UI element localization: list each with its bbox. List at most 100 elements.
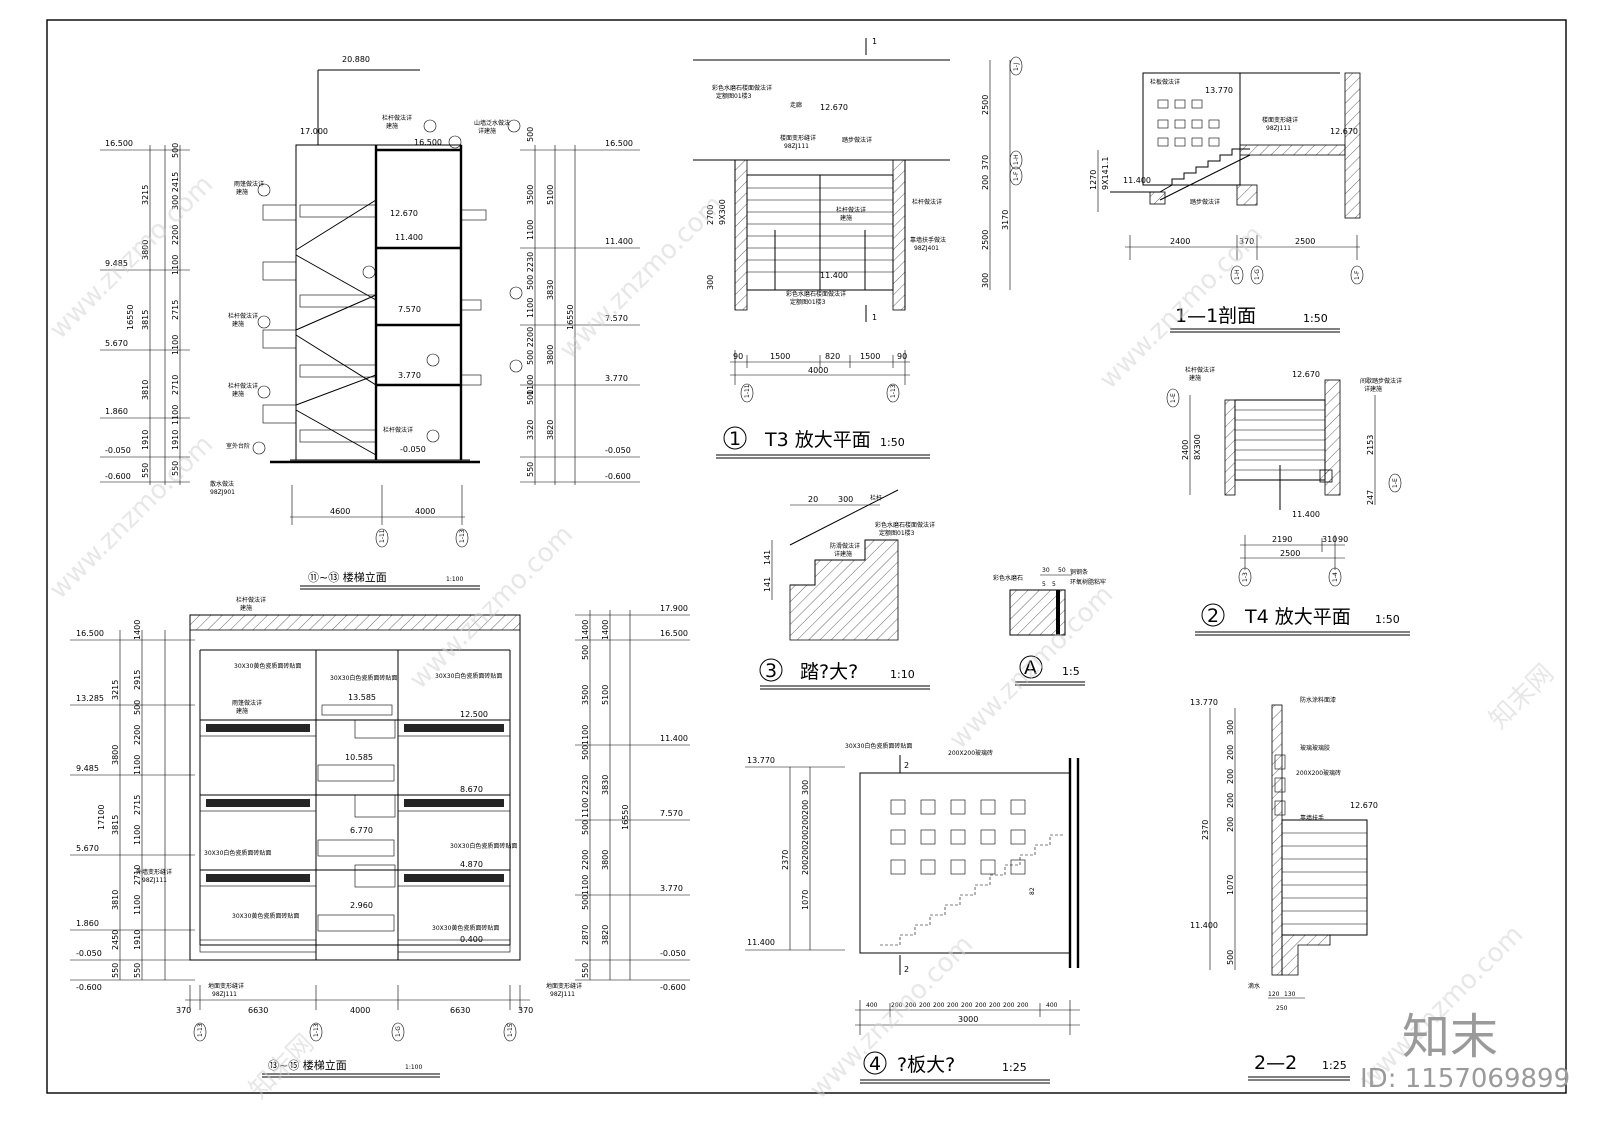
t4-note: 详建施 [1364, 385, 1382, 393]
t4-axis: 1-4 [1332, 572, 1339, 582]
detA-dim: 5 [1052, 581, 1056, 588]
elev2-note: 地面变形缝详 [546, 982, 582, 990]
slab-ldim: 200 [801, 830, 810, 845]
elev2-rdim-total: 16550 [621, 805, 630, 830]
t4-title-num: 2 [1207, 605, 1219, 627]
t4-ldim: 8X300 [1193, 434, 1202, 460]
elev2-rdim: 1400 [581, 620, 590, 640]
t3-title-num: 1 [729, 428, 741, 450]
t3-title: T3 放大平面 [764, 429, 871, 451]
slab-level: 11.400 [747, 938, 775, 947]
step-note: 防滑做法详 [830, 542, 860, 550]
t3-note: 建施 [840, 214, 852, 222]
detA-dim: 50 [1058, 567, 1066, 574]
t3-note: 定额图01楼3 [716, 92, 752, 100]
elev1-level-right-1: 11.400 [605, 237, 633, 246]
detA-note: 环氧树脂粘牢 [1070, 578, 1106, 586]
elev2-dim: 3815 [111, 815, 120, 835]
sec22-ldim: 200 [1226, 817, 1235, 832]
elev1-dim: 3800 [141, 240, 150, 260]
slab-detail: 2 2 30X30白色瓷质面砖贴面 200X200玻璃砖 82 13.770 1… [745, 742, 1080, 1084]
elev1-rdim: 3500 [526, 185, 535, 205]
slab-bdim: 200 [1017, 1002, 1029, 1009]
step-dim: 141 [763, 577, 772, 592]
sec22-bdim: 120 [1268, 991, 1280, 998]
elev1-dim: 1100 [171, 255, 180, 275]
elev2-rdim: 500 [581, 645, 590, 660]
elev2-dim-total: 17100 [97, 805, 106, 830]
sec11-axis: 1-G [1254, 269, 1261, 280]
slab-note: 30X30白色瓷质面砖贴面 [845, 742, 912, 750]
sec11-note: 踏步做法详 [1190, 198, 1220, 206]
sec11-axis: 1-F [1354, 270, 1361, 280]
detA-title-num: A [1024, 657, 1037, 679]
t3-axis: 1-13 [890, 384, 897, 398]
elev1-dim-total: 16550 [126, 305, 135, 330]
slab-ldim: 200 [801, 845, 810, 860]
elev2-note: 30X30白色瓷质面砖贴面 [330, 674, 397, 682]
t3-note: 栏杆做法详 [836, 206, 866, 214]
sec22-note: 靠墙扶手 [1300, 814, 1324, 822]
elev2-note: 建施 [240, 604, 252, 612]
t4-note: 栏杆做法详 [1185, 366, 1215, 374]
elev2-note: 30X30白色瓷质面砖贴面 [204, 849, 271, 857]
sec22-bdim: 130 [1284, 991, 1296, 998]
elev2-title: ⑬~⑮ 楼梯立面 [268, 1058, 347, 1072]
elev2-note: 雨篷做法详 [232, 699, 262, 707]
elev1-axis: 1-13 [459, 529, 466, 543]
elev1-dim: 3810 [141, 380, 150, 400]
t3-note: 楼面变形缝详 [780, 134, 816, 142]
sec11-bdim: 2500 [1295, 237, 1315, 246]
elev2-level-right: 16.500 [660, 629, 688, 638]
elev2-inner-level: 10.585 [345, 753, 373, 762]
t4-rdim: 247 [1366, 490, 1375, 505]
elev2-level-left: 5.670 [76, 844, 99, 853]
elev2-dim: 2200 [133, 725, 142, 745]
elev1-note: 山墙泛水做法 [474, 119, 510, 127]
elev1-rdim-total: 16550 [566, 305, 575, 330]
slab-bdim: 200 [1003, 1002, 1015, 1009]
sec11-level: 11.400 [1123, 176, 1151, 185]
elev2-level-right: 11.400 [660, 734, 688, 743]
watermark-text: 知末网 [1484, 659, 1560, 735]
watermark-text: www.znzmo.com [804, 930, 979, 1105]
elev2-level-right: -0.600 [660, 983, 686, 992]
elev2-rdim: 2870 [581, 925, 590, 945]
elev2-dim: 1910 [133, 930, 142, 950]
image-id: ID: 1157069899 [1360, 1064, 1570, 1094]
t3-axis: 1-11 [744, 384, 751, 398]
slab-ldim: 200 [801, 800, 810, 815]
t4-bdim: 2190 [1272, 535, 1292, 544]
slab-cut: 2 [904, 965, 909, 974]
elev1-top-level: 20.880 [342, 55, 370, 64]
elev2-inner-level: 4.870 [460, 860, 483, 869]
sec11-title: 1—1剖面 [1175, 305, 1256, 327]
t3-level: 11.400 [820, 271, 848, 280]
detA-dim: 5 [1042, 581, 1046, 588]
t3-note: 走廊 [790, 101, 802, 109]
sec22-scale: 1:25 [1322, 1059, 1347, 1072]
detA-note: 彩色水磨石 [993, 574, 1023, 582]
t3-rdim: 300 [981, 273, 990, 288]
t3-bdim: 90 [897, 352, 907, 361]
elev2-rdim: 1100 [581, 875, 590, 895]
sec22-ldim: 200 [1226, 769, 1235, 784]
elev1-scale: 1:100 [446, 576, 463, 583]
sec22-ldim: 500 [1226, 950, 1235, 965]
elev1-rdim: 1100 [526, 220, 535, 240]
step-note: 栏杆 [870, 494, 882, 502]
elev2-note: 98ZJ111 [212, 991, 237, 998]
elev1-dim: 1100 [171, 335, 180, 355]
elev1-note: 栏杆做法详 [228, 382, 258, 390]
t3-rdim: 2500 [981, 230, 990, 250]
elev2-inner-level: 12.500 [460, 710, 488, 719]
sec22-bdim: 250 [1276, 1005, 1288, 1012]
sec22-ldim: 200 [1226, 793, 1235, 808]
elev2-level-left: 16.500 [76, 629, 104, 638]
detA-dim: 30 [1042, 567, 1050, 574]
elev2-dim: 1100 [133, 825, 142, 845]
elev1-axis: 1-11 [379, 529, 386, 543]
elev1-rdim: 500 2200 [526, 327, 535, 365]
t3-ldim: 300 [706, 275, 715, 290]
elev1-note: 栏杆做法详 [382, 114, 412, 122]
